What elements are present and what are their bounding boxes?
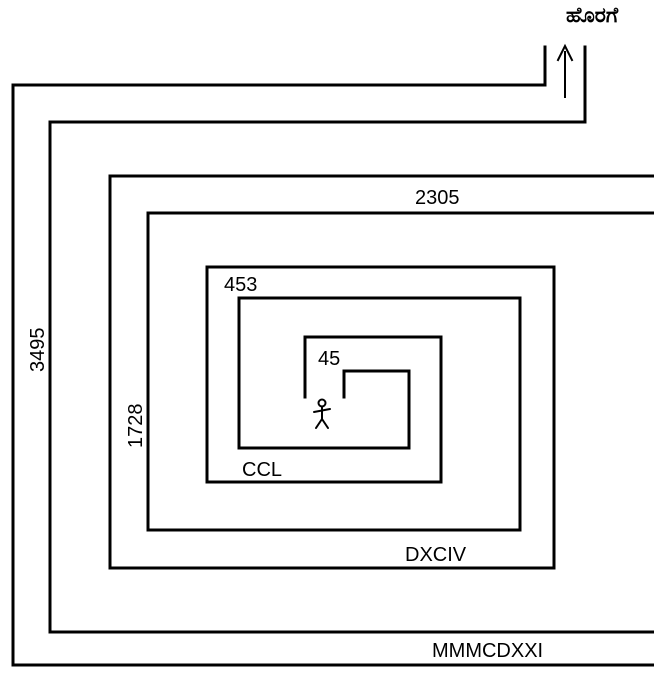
- label-outer-side: 3495: [27, 328, 49, 373]
- up-arrow-icon: [558, 46, 572, 97]
- exit-label: ಹೊರಗೆ: [566, 3, 619, 27]
- label-second-top: 2305: [415, 187, 460, 209]
- stick-figure-icon: [314, 400, 330, 429]
- maze-wall-outer-inner: [50, 47, 654, 632]
- label-outer-bottom: MMMCDXXI: [432, 640, 543, 662]
- label-third-bottom: DXCIV: [405, 544, 467, 566]
- label-fourth-top: 453: [224, 274, 257, 296]
- label-inner-top: 45: [318, 348, 340, 370]
- label-second-side: 1728: [125, 404, 147, 449]
- label-fourth-bottom: CCL: [242, 459, 282, 481]
